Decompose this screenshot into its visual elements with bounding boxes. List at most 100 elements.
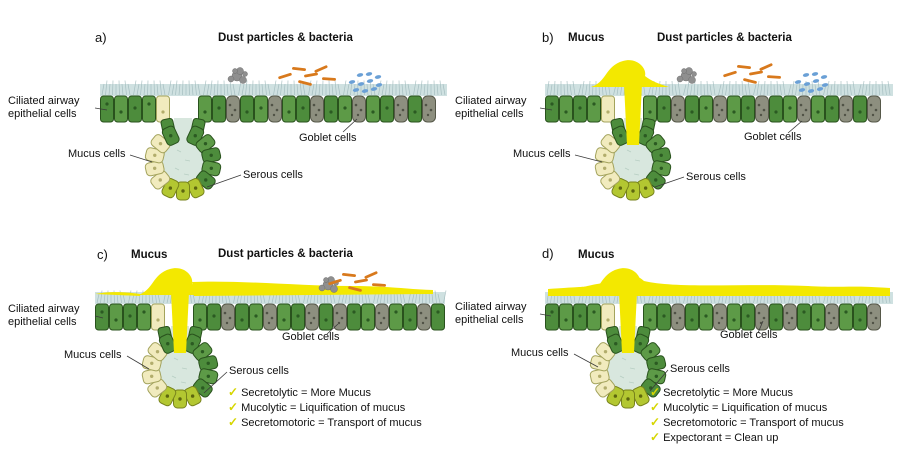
epithelial-cell [347, 303, 361, 331]
epithelial-cell [319, 303, 333, 331]
epithelial-cell [545, 303, 559, 331]
epithelial-cell [559, 95, 573, 123]
panel-a-label-serous-cells: Serous cells [243, 169, 303, 181]
leader-line [539, 313, 552, 317]
epithelial-cell [95, 303, 109, 331]
goblet-cell [226, 95, 240, 123]
epithelial-cell [811, 303, 825, 331]
dust-icon [676, 67, 697, 84]
epithelial-cell [235, 303, 249, 331]
epithelial-cell [853, 95, 867, 123]
goblet-cell [221, 303, 235, 331]
epithelial-cell [727, 303, 741, 331]
epithelial-cell [727, 95, 741, 123]
epithelial-cell [797, 303, 811, 331]
panel-d-title-mucus: Mucus [578, 249, 615, 261]
epithelial-cell [685, 95, 699, 123]
checklist-row: ✓Secretomotoric = Transport of mucus [228, 415, 422, 430]
checkmark-icon: ✓ [650, 385, 661, 399]
epithelial-cell [361, 303, 375, 331]
epithelial-cell [277, 303, 291, 331]
goblet-cell [825, 303, 839, 331]
goblet-cell [755, 303, 769, 331]
leader-line [342, 118, 358, 133]
panel-b-title-debris: Dust particles & bacteria [657, 32, 792, 44]
goblet-cell [671, 303, 685, 331]
epithelial-cell [408, 95, 422, 123]
checklist-item-text: Expectorant = Clean up [663, 432, 779, 444]
epithelial-cell [431, 303, 445, 331]
bacteria-orange-icon [723, 63, 781, 84]
panel-c-label-goblet-cells: Goblet cells [282, 331, 340, 343]
goblet-cell [797, 95, 811, 123]
checklist-row: ✓Secretomotoric = Transport of mucus [650, 415, 844, 430]
goblet-cell [375, 303, 389, 331]
checklist-row: ✓Mucolytic = Liquification of mucus [650, 400, 844, 415]
goblet-cell [671, 95, 685, 123]
cilia-icon [101, 80, 446, 96]
panel-d-label-ciliated: Ciliated airway epithelial cells [455, 301, 527, 326]
epithelial-cell [324, 95, 338, 123]
panel-c-title-mucus: Mucus [131, 249, 168, 261]
epithelial-cell [587, 303, 601, 331]
mucus-secretion [95, 268, 433, 353]
leader-line [203, 371, 228, 394]
mucus-secretion [548, 268, 890, 353]
leader-line [326, 323, 339, 335]
epithelial-cell [839, 303, 853, 331]
panel-b-label-serous-cells: Serous cells [686, 171, 746, 183]
goblet-cell [333, 303, 347, 331]
checkmark-icon: ✓ [650, 400, 661, 414]
leader-line [94, 107, 108, 111]
checklist-row: ✓Secretolytic = More Mucus [228, 385, 422, 400]
epithelial-cell [811, 95, 825, 123]
panel-a-label-mucus-cells: Mucus cells [68, 148, 126, 160]
panel-d-label-serous-cells: Serous cells [670, 363, 730, 375]
bacteria-orange-icon [278, 65, 336, 86]
checklist-c: ✓Secretolytic = More Mucus ✓Mucolytic = … [228, 385, 422, 430]
epithelial-cell [559, 303, 573, 331]
panel-b-title-mucus: Mucus [568, 32, 605, 44]
panel-b-letter: b) [542, 30, 554, 45]
epithelial-cell [587, 95, 601, 123]
panel-d-label-goblet-cells: Goblet cells [720, 329, 778, 341]
panel-a-art [94, 65, 447, 201]
bacteria-blue-icon [348, 72, 383, 93]
epithelial-cell [685, 303, 699, 331]
mucus-secretion [591, 60, 669, 145]
panel-d-art [539, 268, 893, 409]
epithelial-cell [137, 303, 151, 331]
goblet-cell [305, 303, 319, 331]
epithelial-cell [282, 95, 296, 123]
epithelial-cell [769, 303, 783, 331]
epithelial-cell [109, 303, 123, 331]
epithelial-cell [366, 95, 380, 123]
epithelial-cell [114, 95, 128, 123]
panel-b-label-mucus-cells: Mucus cells [513, 148, 571, 160]
leader-line [573, 353, 599, 368]
checklist-item-text: Mucolytic = Liquification of mucus [663, 402, 828, 414]
bacteria-blue-icon [794, 72, 829, 93]
goblet-cell [867, 95, 881, 123]
leader-line [787, 120, 803, 134]
leader-line [649, 369, 669, 392]
checklist-d: ✓Secretolytic = More Mucus ✓Mucolytic = … [650, 385, 844, 445]
epithelial-cell [193, 303, 207, 331]
panel-a-letter: a) [95, 30, 107, 45]
epithelial-cell [198, 95, 212, 123]
checklist-row: ✓Mucolytic = Liquification of mucus [228, 400, 422, 415]
goblet-cell [268, 95, 282, 123]
goblet-cell [867, 303, 881, 331]
panel-a-label-ciliated: Ciliated airway epithelial cells [8, 95, 80, 120]
panel-d-letter: d) [542, 246, 554, 261]
epithelial-cell [151, 303, 165, 331]
checklist-row: ✓Expectorant = Clean up [650, 430, 844, 445]
goblet-cell [839, 95, 853, 123]
goblet-cell [713, 95, 727, 123]
goblet-cell [755, 95, 769, 123]
leader-line [206, 174, 242, 188]
goblet-cell [783, 303, 797, 331]
epithelial-cell [240, 95, 254, 123]
